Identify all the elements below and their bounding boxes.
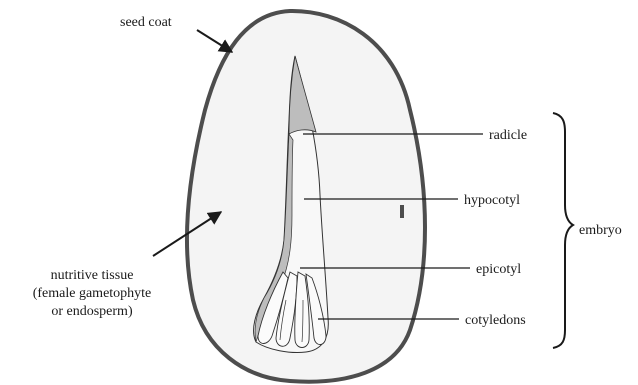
nutritive-tissue-label-line3: or endosperm) [51, 304, 133, 319]
seed-coat-arrow [197, 30, 232, 52]
embryo-brace [553, 113, 573, 348]
embryo-label: embryo [579, 223, 622, 238]
seed-coat-label: seed coat [120, 15, 172, 30]
nutritive-tissue-label-line2: (female gametophyte [33, 286, 152, 301]
radicle-label: radicle [489, 128, 527, 143]
cotyledons-label: cotyledons [465, 313, 526, 328]
hypocotyl-label: hypocotyl [464, 193, 520, 208]
nutritive-tissue-label-line1: nutritive tissue [51, 268, 134, 283]
epicotyl-label: epicotyl [476, 262, 521, 277]
